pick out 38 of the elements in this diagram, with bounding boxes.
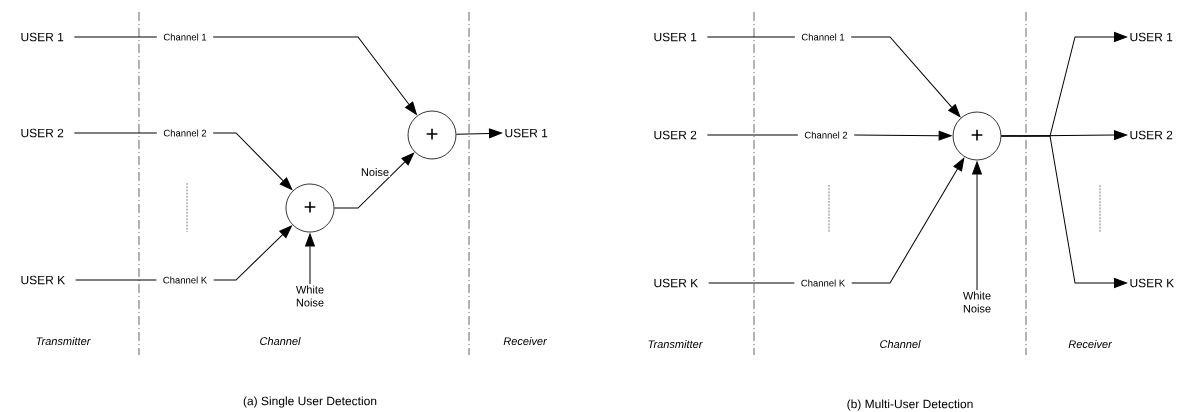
arrow xyxy=(455,128,502,139)
arrow xyxy=(212,132,293,191)
user-label: USER 2 xyxy=(21,128,64,138)
noise-source-label: White Noise xyxy=(296,285,324,307)
user-label: USER K xyxy=(654,278,699,288)
region-label: Transmitter xyxy=(648,339,703,349)
channel-label: Channel 1 xyxy=(163,33,207,41)
arrow xyxy=(850,36,961,118)
channel-label: Channel K xyxy=(163,276,208,284)
arrow xyxy=(305,233,315,285)
channel-label: Channel 2 xyxy=(163,129,207,137)
arrow xyxy=(853,130,952,141)
user-label: USER 1 xyxy=(21,32,64,42)
region-label: Transmitter xyxy=(36,336,91,346)
arrow xyxy=(212,36,417,115)
arrow xyxy=(333,152,415,209)
channel-label: Channel K xyxy=(801,279,846,287)
noise-source-label: White Noise xyxy=(963,291,991,313)
arrow xyxy=(972,161,982,291)
region-label: Receiver xyxy=(1068,339,1113,349)
user-label: USER K xyxy=(21,275,66,285)
user-label: USER K xyxy=(1130,278,1175,288)
channel-label: Channel 2 xyxy=(804,131,848,139)
user-label: USER 2 xyxy=(654,130,697,140)
user-label: USER 1 xyxy=(505,128,548,138)
channel-label: Channel 1 xyxy=(801,33,845,41)
user-label: USER 1 xyxy=(1130,32,1173,42)
region-label: Receiver xyxy=(503,336,548,346)
arrow xyxy=(851,157,965,284)
arrow xyxy=(213,225,292,281)
caption: (b) Multi-User Detection xyxy=(847,399,973,411)
edge-label: Noise xyxy=(359,166,391,178)
caption: (a) Single User Detection xyxy=(243,396,377,408)
user-label: USER 2 xyxy=(1130,130,1173,140)
region-label: Channel xyxy=(880,339,921,349)
arrow xyxy=(1000,135,1128,288)
user-label: USER 1 xyxy=(654,32,697,42)
region-label: Channel xyxy=(260,336,301,346)
